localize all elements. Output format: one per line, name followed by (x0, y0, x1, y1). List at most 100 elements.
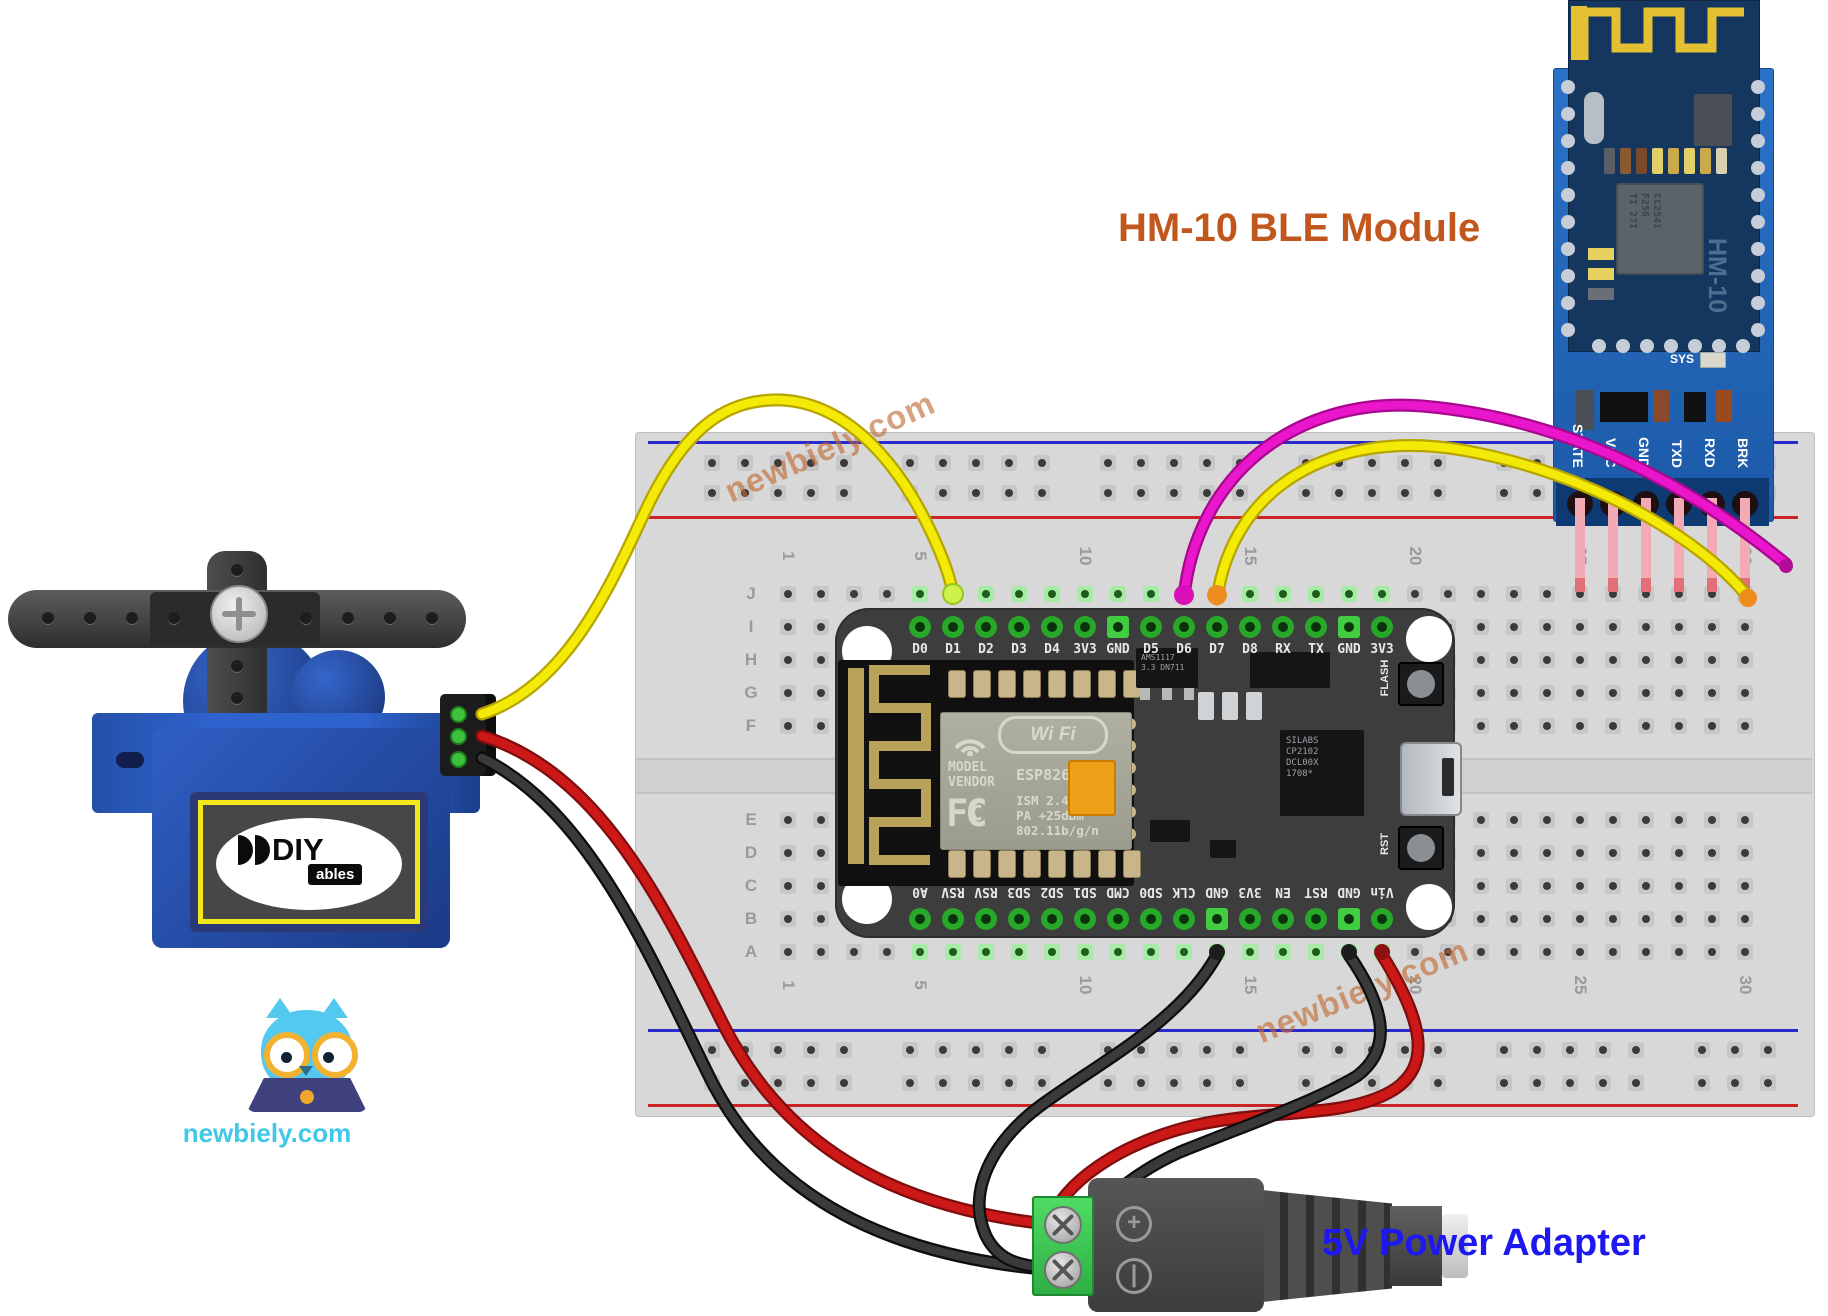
nodemcu-pin-label-RX: RX (1275, 642, 1291, 657)
nodemcu-pin-label-GND: GND (1337, 642, 1361, 657)
breadboard-hole (1737, 878, 1753, 894)
hm10-pin-label-RXD: RXD (1702, 438, 1718, 468)
castellation (1751, 80, 1765, 94)
hole-pit (1543, 915, 1551, 923)
hole-pit (1708, 849, 1716, 857)
owl-pupil (281, 1052, 292, 1063)
castellation (1751, 161, 1765, 175)
hole-pit (1566, 1079, 1574, 1087)
usbchip-line1: SILABS (1286, 736, 1319, 746)
hole-pit (1533, 1079, 1541, 1087)
breadboard-hole (1737, 845, 1753, 861)
rail-hole (1727, 1042, 1743, 1058)
usbchip-line4: 1708* (1286, 769, 1314, 779)
hm10-pin-GND (1641, 498, 1651, 580)
capacitor (1198, 692, 1214, 720)
hm10-pin-TXD (1674, 498, 1684, 580)
breadboard-hole (1506, 685, 1522, 701)
nodemcu-pad-D8 (1239, 616, 1261, 638)
breadboard-hole (1473, 911, 1489, 927)
rail-hole (1430, 1042, 1446, 1058)
hole-pit (1675, 656, 1683, 664)
hm10-pin-RXD (1707, 498, 1717, 580)
breadboard-hole (1638, 944, 1654, 960)
hole-pit (1576, 948, 1584, 956)
castellation (1561, 188, 1575, 202)
hole-pit (1510, 948, 1518, 956)
nodemcu-pin-label-D5: D5 (1143, 642, 1159, 657)
castellation (1561, 242, 1575, 256)
hole-pit (1147, 590, 1155, 598)
hm10-resistor (1636, 148, 1647, 174)
horn-hole (84, 612, 96, 624)
castellation (1616, 339, 1630, 353)
hole-pit (1543, 623, 1551, 631)
breadboard-hole (1605, 845, 1621, 861)
rail-hole (1595, 1042, 1611, 1058)
horn-hole (42, 612, 54, 624)
hm10-component (1716, 390, 1732, 422)
hm10-pin-BRK (1740, 498, 1750, 580)
hole-pit (1708, 948, 1716, 956)
j3y-transistor (1250, 652, 1330, 688)
breadboard-hole (1572, 652, 1588, 668)
hole-pit (1642, 915, 1650, 923)
rail-hole (968, 485, 984, 501)
hole-pit (1510, 689, 1518, 697)
diyables-logo-mark (238, 835, 253, 865)
breadboard-hole (1605, 685, 1621, 701)
nodemcu-pad-GND (1107, 616, 1129, 638)
horn-hole (342, 612, 354, 624)
castellation (1561, 134, 1575, 148)
breadboard-hole (1572, 718, 1588, 734)
hole-pit (1741, 689, 1749, 697)
rail-hole (1562, 1042, 1578, 1058)
hole-pit (1675, 722, 1683, 730)
hole-pit (1477, 623, 1485, 631)
breadboard-hole (1473, 718, 1489, 734)
hole-pit (1500, 1046, 1508, 1054)
hm10-pin-tip (1707, 578, 1717, 592)
esp-pad (998, 670, 1016, 698)
hole-pit (1104, 489, 1112, 497)
hole-pit (1741, 816, 1749, 824)
hm10-pin-label-VCC: VCC (1603, 438, 1619, 468)
rail-hole (1100, 485, 1116, 501)
hole-pit (1599, 1046, 1607, 1054)
ables-text: ables (308, 864, 363, 885)
castellation (1592, 339, 1606, 353)
breadboard-hole (1737, 718, 1753, 734)
breadboard-hole (1473, 812, 1489, 828)
hole-pit (1005, 459, 1013, 467)
breadboard-hole (1671, 911, 1687, 927)
hm10-pin-STATE (1575, 498, 1585, 580)
breadboard-hole (1704, 911, 1720, 927)
hole-pit (1510, 623, 1518, 631)
breadboard-hole (1704, 944, 1720, 960)
chip-line1: CC2541 (1651, 193, 1662, 230)
hole-pit (1434, 1046, 1442, 1054)
hole-pit (1170, 459, 1178, 467)
hole-pit (1543, 948, 1551, 956)
hm10-pin-tip (1674, 578, 1684, 592)
hole-pit (1510, 849, 1518, 857)
hole-pit (1576, 656, 1584, 664)
horn-hole (231, 692, 243, 704)
breadboard-hole (1671, 878, 1687, 894)
row-letter-F: F (745, 716, 757, 735)
sys-led (1700, 352, 1726, 368)
rail-hole (1034, 485, 1050, 501)
breadboard-hole (1671, 812, 1687, 828)
hole-pit (1741, 915, 1749, 923)
hole-pit (1708, 656, 1716, 664)
nodemcu-pin-label-D8: D8 (1242, 642, 1258, 657)
hole-pit (1566, 1046, 1574, 1054)
hole-pit (1698, 1046, 1706, 1054)
castellation (1751, 188, 1765, 202)
hole-pit (1576, 849, 1584, 857)
nodemcu-pad-SD0 (1140, 908, 1162, 930)
rail-hole (1133, 485, 1149, 501)
mounting-hole (1406, 616, 1452, 662)
hole-pit (1038, 459, 1046, 467)
hole-pit (1609, 722, 1617, 730)
